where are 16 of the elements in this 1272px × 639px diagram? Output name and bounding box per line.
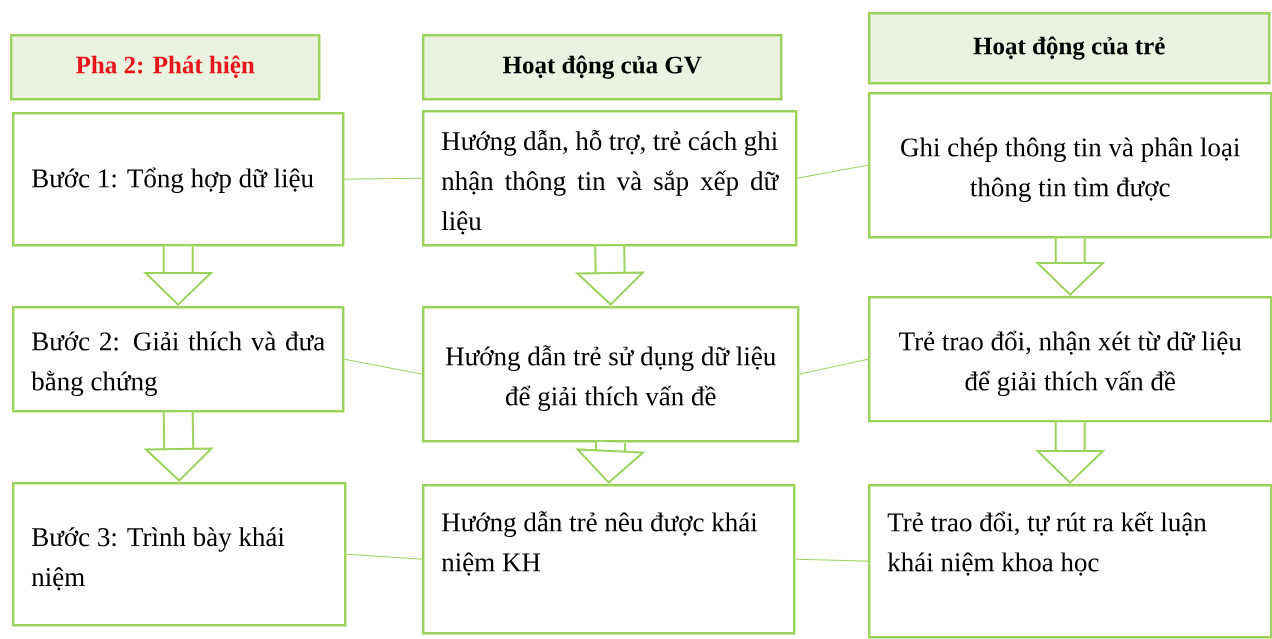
connector-line [796, 164, 869, 179]
connector-line [343, 177, 423, 180]
column-header: Hoạt động của GV [422, 34, 783, 101]
connector-line [798, 358, 869, 375]
step-box: Ghi chép thông tin và phân loại thông tin tìm được [868, 92, 1272, 239]
connector-line [345, 553, 423, 560]
connector-line [343, 358, 423, 375]
step-box: Bước 1: Tổng hợp dữ liệu [12, 112, 345, 247]
step-box: Bước 3: Trình bày khái niệm [12, 482, 347, 627]
column-header: Pha 2: Phát hiện [10, 34, 321, 101]
step-box: Trẻ trao đổi, tự rút ra kết luận khái niệm khoa học [868, 484, 1272, 639]
step-box: Trẻ trao đổi, nhận xét từ dữ liệu để giải thích vấn đề [868, 296, 1272, 423]
step-box: Hướng dẫn trẻ nêu được khái niệm KH [422, 484, 796, 635]
connector-line [794, 558, 869, 562]
column-header: Hoạt động của trẻ [868, 12, 1271, 85]
step-box: Hướng dẫn, hỗ trợ, trẻ cách ghi nhận thông tin và sắp xếp dữ liệu [422, 110, 798, 247]
